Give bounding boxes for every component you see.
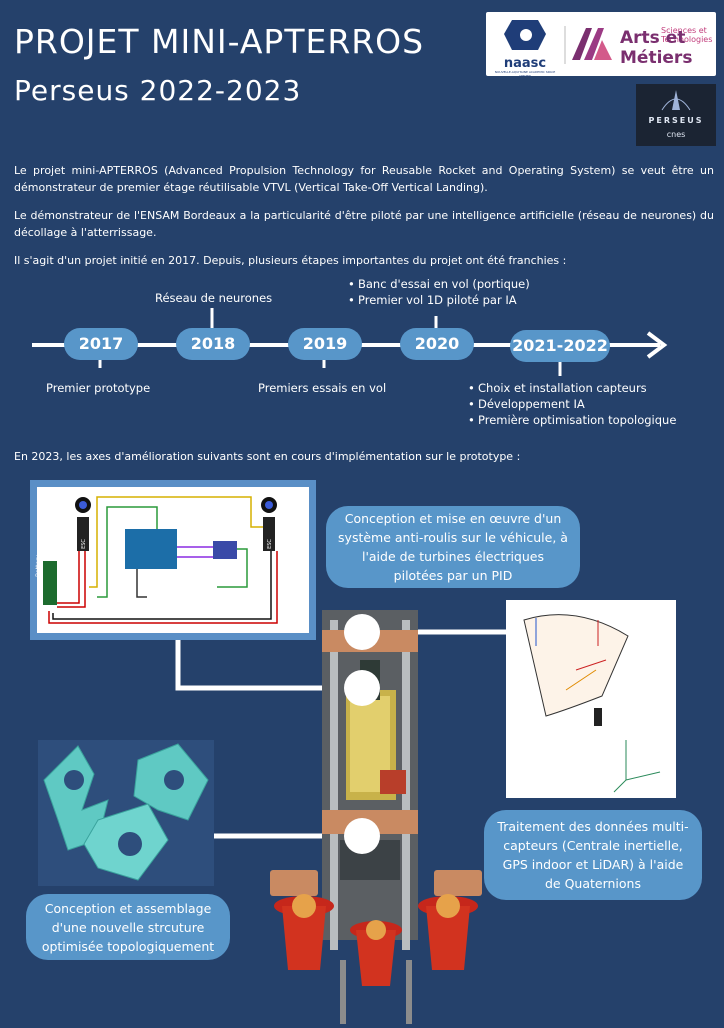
- circuit-diagram-frame: Battery ESC ESC: [30, 480, 316, 640]
- milestone-2021-item: Développement IA: [468, 396, 676, 412]
- improvements-paragraph: En 2023, les axes d'amélioration suivant…: [14, 450, 521, 463]
- milestone-2021-item: Première optimisation topologique: [468, 412, 676, 428]
- partner-logos: naasc NOUVELLE-AQUITAINE ACADEMIC SPACE …: [486, 12, 716, 78]
- logo-divider: [564, 26, 566, 64]
- esc-label-right: ESC: [266, 539, 273, 549]
- timeline: 2017 2018 2019 2020 2021-2022 Premier pr…: [0, 270, 724, 440]
- milestone-2019: Premiers essais en vol: [258, 381, 387, 395]
- milestone-2018: Réseau de neurones: [155, 291, 273, 305]
- antiroll-bubble: Conception et mise en œuvre d'un système…: [326, 506, 580, 588]
- timeline-year-2018: 2018: [176, 328, 250, 360]
- circuit-diagram: [43, 496, 278, 624]
- timeline-year-2017: 2017: [64, 328, 138, 360]
- arts-metiers-emblem-icon: [572, 28, 612, 60]
- milestone-2021-list: Choix et installation capteurs Développe…: [464, 380, 676, 428]
- poster-title: PROJET MINI-APTERROS: [14, 22, 425, 61]
- arts-metiers-subtitle: Sciences et Technologies: [661, 26, 713, 44]
- connector-dot-circuit: [344, 670, 380, 706]
- battery-label: Battery: [35, 554, 42, 577]
- perseus-name: PERSEUS: [648, 116, 704, 125]
- cnes-name: cnes: [666, 130, 686, 139]
- naasc-caption: NOUVELLE-AQUITAINE ACADEMIC SPACE CENTER: [494, 70, 556, 78]
- milestone-2020-item: Premier vol 1D piloté par IA: [348, 292, 530, 308]
- perseus-logo: PERSEUS cnes: [636, 84, 716, 146]
- ai-paragraph: Le démonstrateur de l'ENSAM Bordeaux a l…: [14, 209, 714, 239]
- arts-metiers-name: Arts et Métiers: [620, 28, 693, 68]
- esc-label-left: ESC: [80, 539, 87, 549]
- data-processing-bubble: Traitement des données multi-capteurs (C…: [484, 810, 702, 900]
- poster-subtitle: Perseus 2022-2023: [14, 74, 302, 107]
- naasc-emblem-icon: [504, 20, 546, 50]
- milestone-2017: Premier prototype: [46, 381, 151, 395]
- timeline-year-2019: 2019: [288, 328, 362, 360]
- coordinate-frames-diagram: [523, 614, 661, 793]
- timeline-year-2020: 2020: [400, 328, 474, 360]
- quaternion-diagram: [506, 600, 676, 798]
- optimized-structure-render: [43, 743, 209, 881]
- history-paragraph: Il s'agit d'un projet initié en 2017. De…: [14, 254, 567, 267]
- timeline-year-2021-2022: 2021-2022: [510, 330, 610, 362]
- intro-paragraph: Le projet mini-APTERROS (Advanced Propul…: [14, 164, 714, 194]
- rocket-prototype-image: [270, 610, 482, 1024]
- connector-dot-structure: [344, 818, 380, 854]
- structure-bubble: Conception et assemblage d'une nouvelle …: [26, 894, 230, 960]
- topology-structure-image: [38, 740, 214, 886]
- prototype-photo: [270, 600, 482, 1024]
- milestone-2020-item: Banc d'essai en vol (portique): [348, 276, 530, 292]
- naasc-name: naasc: [503, 56, 547, 71]
- connector-dot-antiroll: [344, 614, 380, 650]
- milestone-2021-item: Choix et installation capteurs: [468, 380, 676, 396]
- naasc-logo: naasc NOUVELLE-AQUITAINE ACADEMIC SPACE …: [492, 16, 558, 78]
- milestone-2020-list: Banc d'essai en vol (portique) Premier v…: [344, 276, 530, 308]
- rocket-icon: [661, 90, 691, 111]
